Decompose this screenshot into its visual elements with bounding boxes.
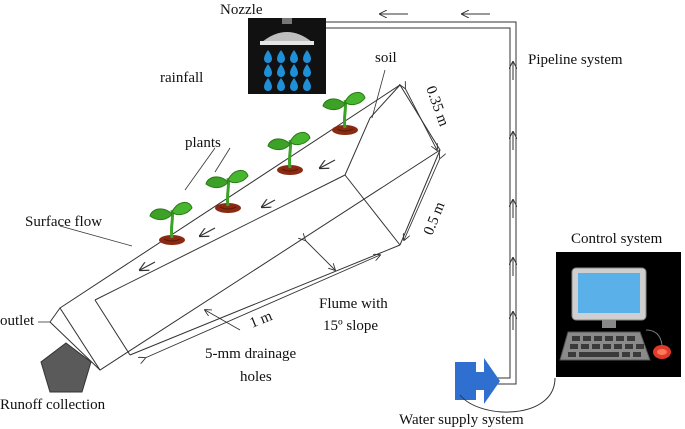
pump-icon <box>455 358 500 404</box>
drainage-label-line1: 5-mm drainage <box>205 346 297 362</box>
flume-label-line2: 15º slope <box>323 318 378 334</box>
control-system-label: Control system <box>571 231 663 247</box>
flume-box <box>49 84 441 371</box>
plants-label: plants <box>185 135 221 151</box>
computer-icon <box>556 252 681 377</box>
pentagon-collector-icon <box>40 342 92 393</box>
flume-label-line1: Flume with <box>319 296 388 312</box>
plant-icon <box>204 168 250 215</box>
rainfall-label: rainfall <box>160 70 203 86</box>
water-supply-label: Water supply system <box>399 412 524 428</box>
surface-flow-label: Surface flow <box>25 214 102 230</box>
nozzle-label: Nozzle <box>220 2 263 18</box>
pipeline-arrows <box>380 14 513 330</box>
plant-icon <box>321 90 367 137</box>
dimension-lines <box>145 88 440 358</box>
outlet-label: outlet <box>0 313 35 329</box>
control-cable <box>459 377 556 413</box>
width-label: 0.5 m <box>421 200 449 238</box>
pointer-lines <box>38 69 386 323</box>
drainage-label-line2: holes <box>240 369 272 385</box>
runoff-collection-label: Runoff collection <box>0 397 106 413</box>
plants <box>148 90 367 247</box>
plant-icon <box>266 130 312 177</box>
labels: Nozzle Pipeline system rainfall soil pla… <box>0 2 663 428</box>
plant-icon <box>148 200 194 247</box>
soil-label: soil <box>375 50 397 66</box>
pipeline-system-label: Pipeline system <box>528 52 623 68</box>
nozzle-icon <box>248 18 326 94</box>
depth-label: 0.35 m <box>422 84 451 129</box>
